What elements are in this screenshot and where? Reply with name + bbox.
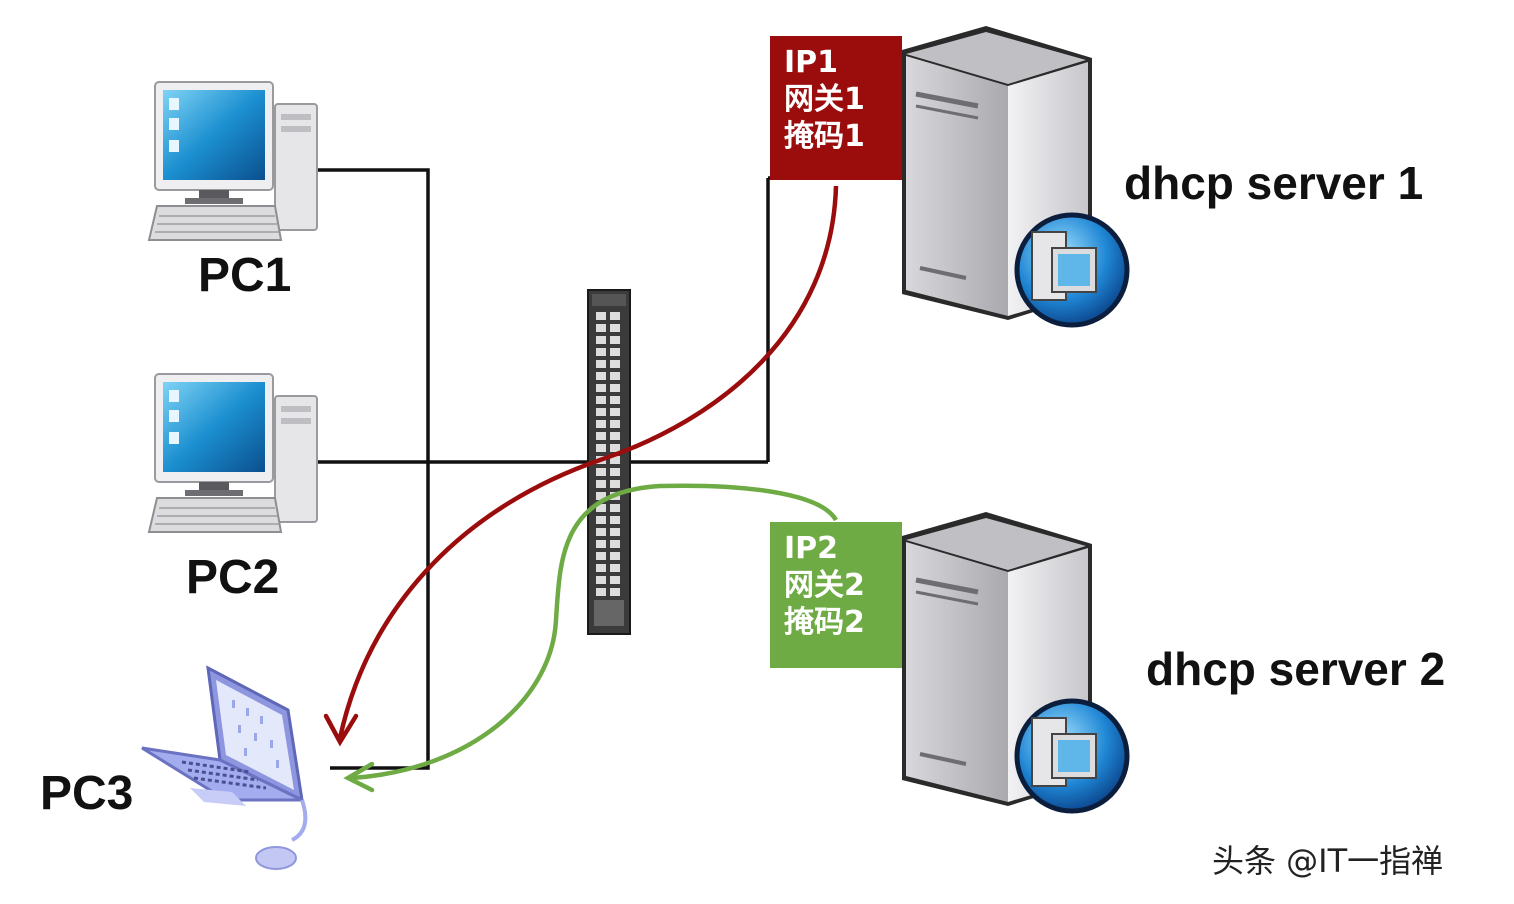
offer2-gateway: 网关2 (784, 568, 865, 603)
switch-port (610, 552, 620, 560)
switch-port (596, 504, 606, 512)
switch-port (610, 540, 620, 548)
switch-port (596, 420, 606, 428)
desktop-computer-icon (147, 373, 318, 533)
switch-port (596, 360, 606, 368)
switch-port (596, 528, 606, 536)
switch-port (596, 384, 606, 392)
offer1-ip: IP1 (784, 45, 839, 80)
switch-port (596, 312, 606, 320)
switch-port (596, 576, 606, 584)
switch-port (610, 468, 620, 476)
switch-port (596, 492, 606, 500)
offer1-arrow (323, 185, 839, 747)
switch-port (596, 444, 606, 452)
switch-port (610, 312, 620, 320)
offer1-mask: 掩码1 (784, 119, 865, 154)
switch-port (596, 396, 606, 404)
switch-port (610, 372, 620, 380)
offer2-mask: 掩码2 (784, 605, 865, 640)
offer2-arrow (343, 483, 838, 793)
laptop-icon (141, 665, 308, 870)
pc3-label: PC3 (40, 767, 134, 820)
switch-port (596, 324, 606, 332)
switch-port (596, 588, 606, 596)
server-icon (902, 26, 1130, 328)
watermark: 头条 @IT一指禅 (1212, 842, 1444, 880)
switch-port (610, 408, 620, 416)
switch-port (610, 360, 620, 368)
switch-port (610, 432, 620, 440)
pc1-label: PC1 (198, 249, 292, 302)
offer1-gateway: 网关1 (784, 82, 865, 117)
switch-port (596, 348, 606, 356)
desktop-computer-icon (147, 81, 318, 241)
switch-port (610, 516, 620, 524)
switch-port (610, 336, 620, 344)
server1-label: dhcp server 1 (1124, 157, 1424, 209)
switch-port (610, 420, 620, 428)
switch-port (596, 540, 606, 548)
switch-port (596, 516, 606, 524)
switch-port (610, 384, 620, 392)
switch-port (610, 396, 620, 404)
switch-port (610, 348, 620, 356)
switch-port (596, 468, 606, 476)
switch-port (596, 372, 606, 380)
switch-port (596, 564, 606, 572)
switch-port (610, 324, 620, 332)
switch-port (596, 336, 606, 344)
switch-port (596, 432, 606, 440)
switch-port (610, 480, 620, 488)
server-icon (902, 512, 1130, 814)
switch-port (610, 528, 620, 536)
offer2-box: IP2 网关2 掩码2 (770, 522, 902, 668)
switch-port (610, 444, 620, 452)
switch-port (610, 504, 620, 512)
switch-port (596, 408, 606, 416)
link-pc1 (318, 168, 430, 770)
server2-label: dhcp server 2 (1146, 643, 1446, 695)
switch-port (610, 564, 620, 572)
switch-port (610, 588, 620, 596)
switch-port (610, 456, 620, 464)
offer1-box: IP1 网关1 掩码1 (770, 36, 902, 180)
switch-port (610, 576, 620, 584)
switch-port (596, 552, 606, 560)
pc2-label: PC2 (186, 551, 280, 604)
switch-port (596, 480, 606, 488)
offer2-ip: IP2 (784, 531, 839, 566)
